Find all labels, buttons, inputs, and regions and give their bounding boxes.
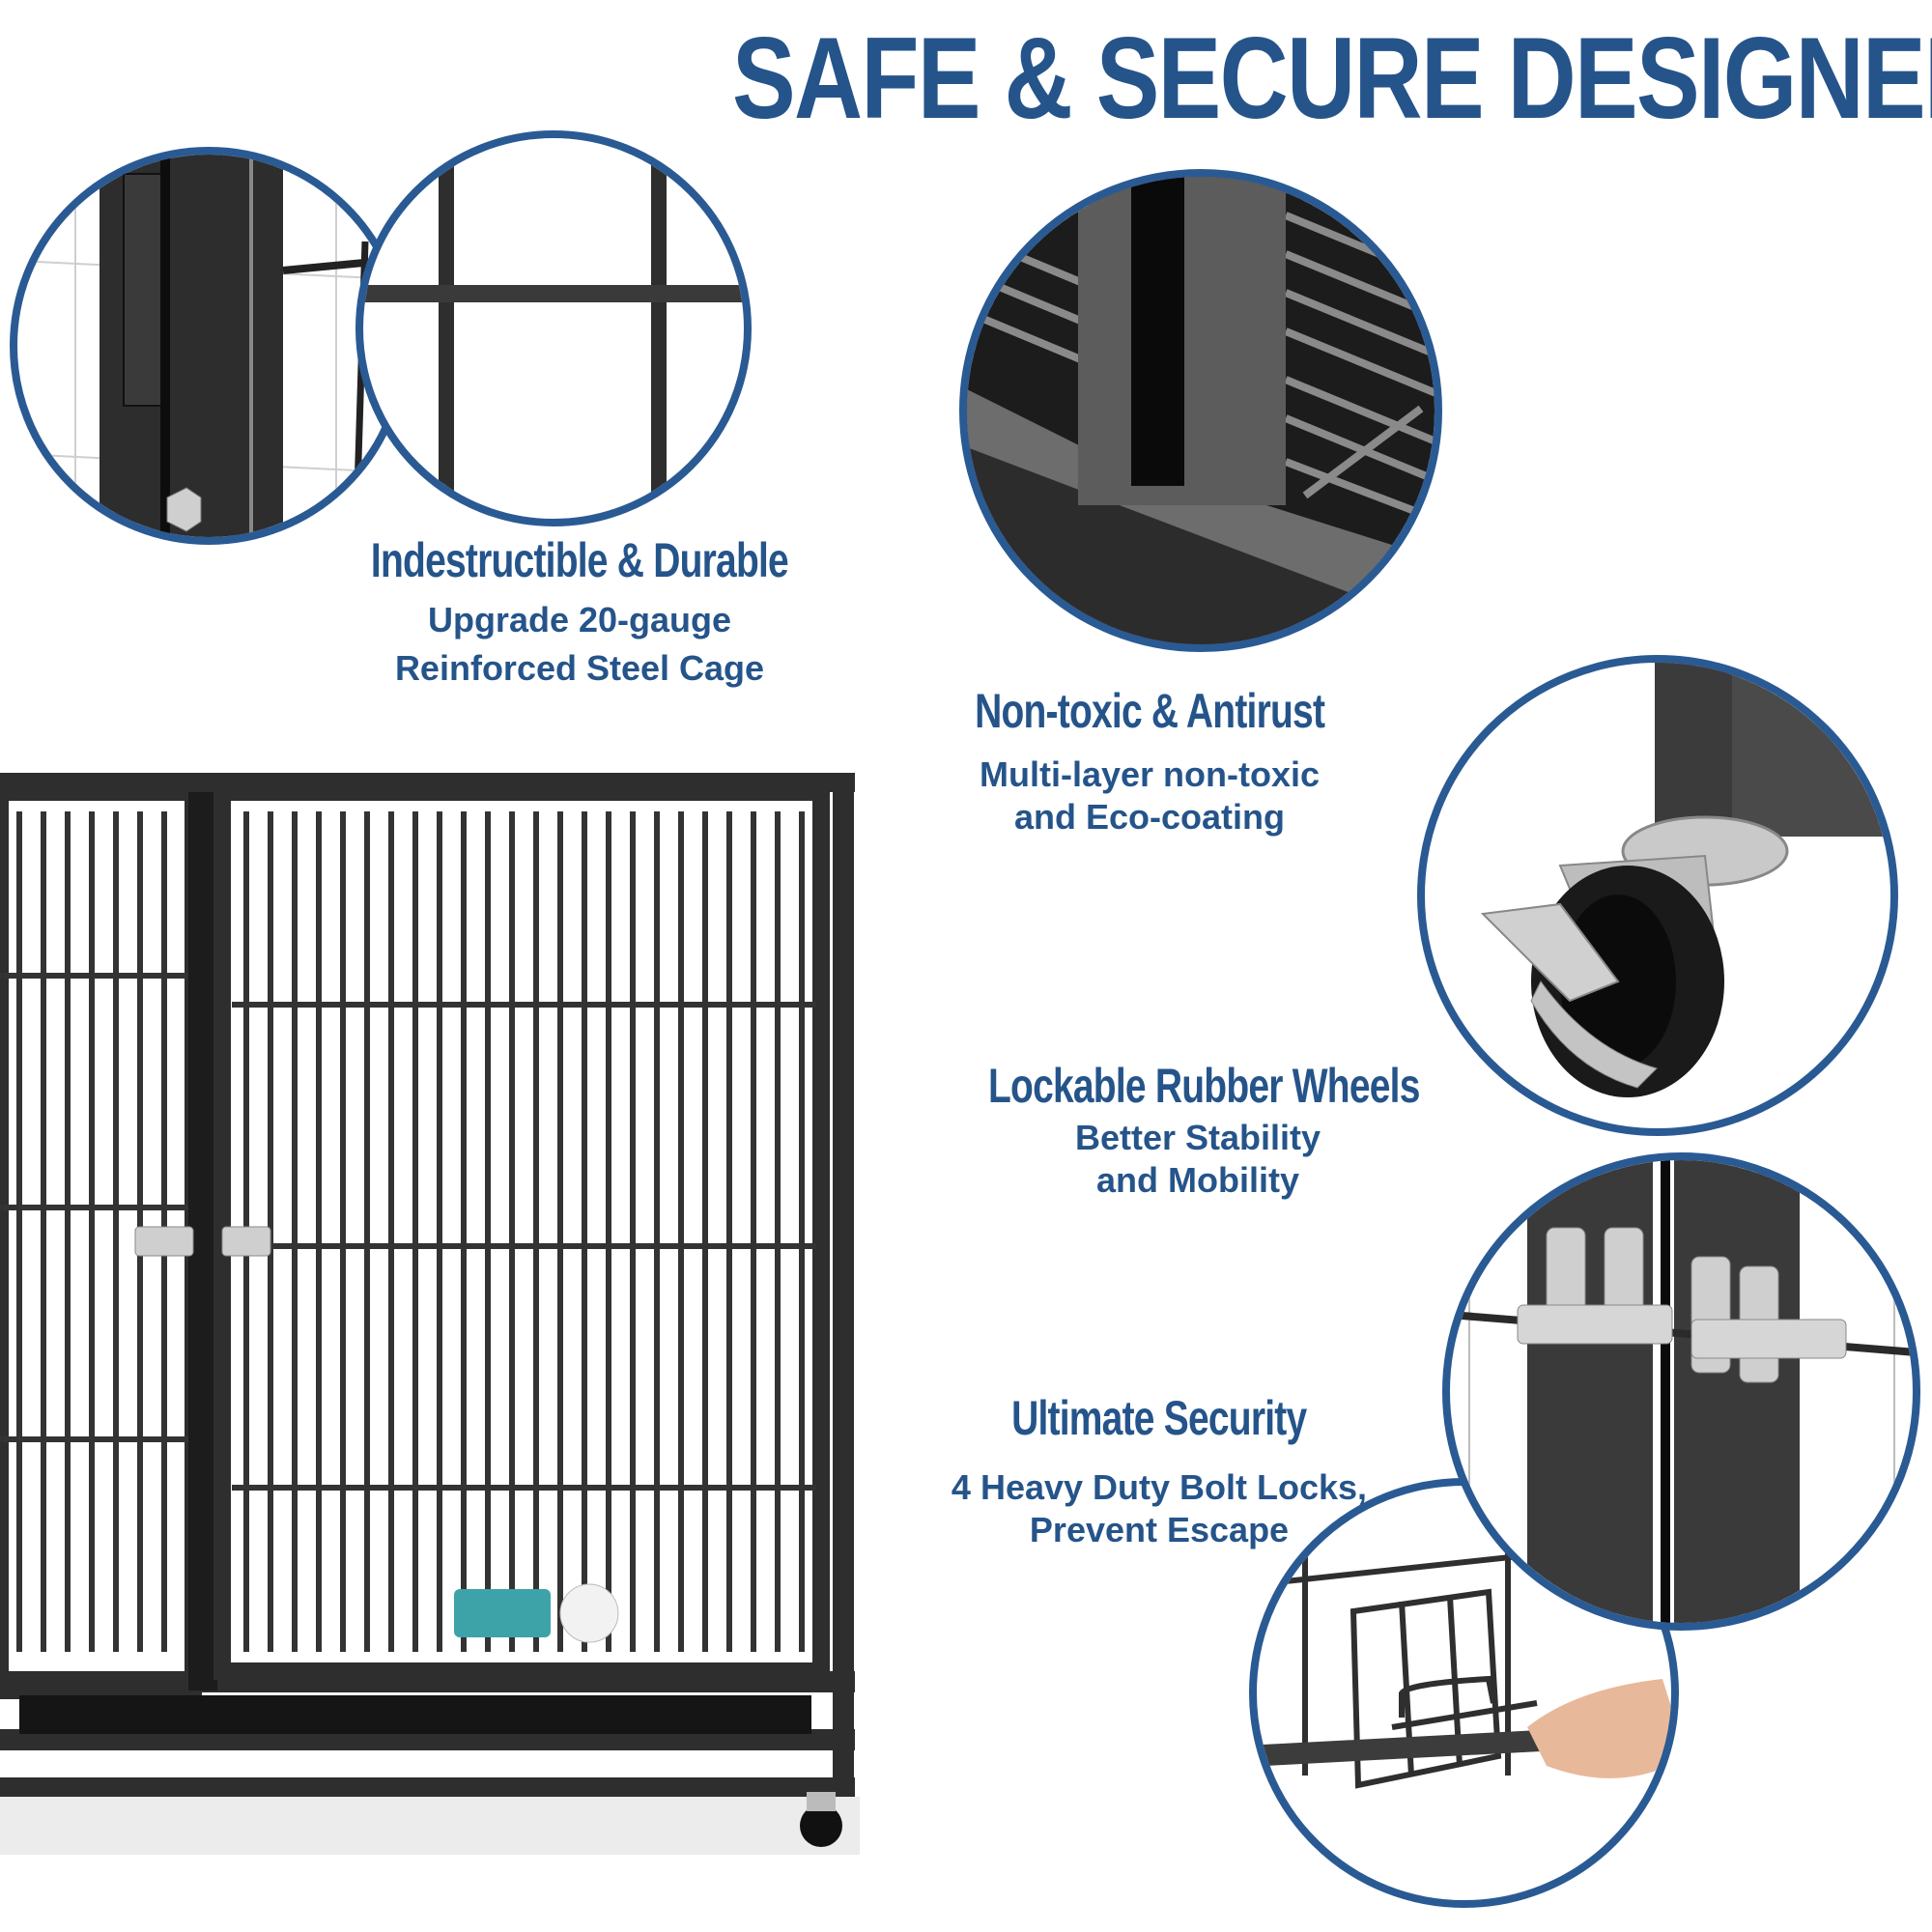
feature-nontoxic: Non-toxic & Antirust Multi-layer non-tox… [908, 684, 1391, 838]
feature-line: and Mobility [1096, 1160, 1299, 1200]
feature-line: Multi-layer non-toxic [979, 754, 1321, 794]
dog-crate-product-image [0, 763, 860, 1874]
feature-heading: Lockable Rubber Wheels [987, 1059, 1420, 1113]
feature-line: Better Stability [1074, 1118, 1321, 1157]
dog-crate-illustration [0, 773, 860, 1855]
feature-line: Reinforced Steel Cage [394, 648, 765, 688]
hinge-closeup-image [10, 147, 408, 545]
feature-line: and Eco-coating [1013, 797, 1286, 837]
page-title: SAFE & SECURE DESIGNED [732, 14, 1932, 143]
feature-security: Ultimate Security 4 Heavy Duty Bolt Lock… [908, 1391, 1410, 1551]
wire-grid-illustration [363, 138, 744, 519]
water-bowl [454, 1589, 551, 1637]
bolt-latch-closeup-image [1442, 1152, 1920, 1631]
hinge-post-illustration [17, 155, 400, 537]
frame-corner-illustration [967, 177, 1435, 644]
frame-corner-closeup-image [959, 169, 1442, 652]
bolt-latch-illustration [1450, 1160, 1913, 1623]
feature-line: Upgrade 20-gauge [427, 600, 732, 639]
caster-wheel-closeup-image [1417, 655, 1898, 1136]
caster-wheel-illustration [1480, 663, 1890, 1097]
feature-heading: Indestructible & Durable [370, 533, 789, 587]
feature-heading: Ultimate Security [1011, 1391, 1307, 1445]
feature-heading: Non-toxic & Antirust [974, 684, 1325, 738]
feature-wheels: Lockable Rubber Wheels Better Stability … [927, 1059, 1468, 1202]
feature-durable: Indestructible & Durable Upgrade 20-gaug… [290, 533, 869, 690]
feature-line: 4 Heavy Duty Bolt Locks, [951, 1467, 1368, 1507]
feature-line: Prevent Escape [1029, 1510, 1290, 1549]
grid-closeup-image [355, 130, 752, 526]
